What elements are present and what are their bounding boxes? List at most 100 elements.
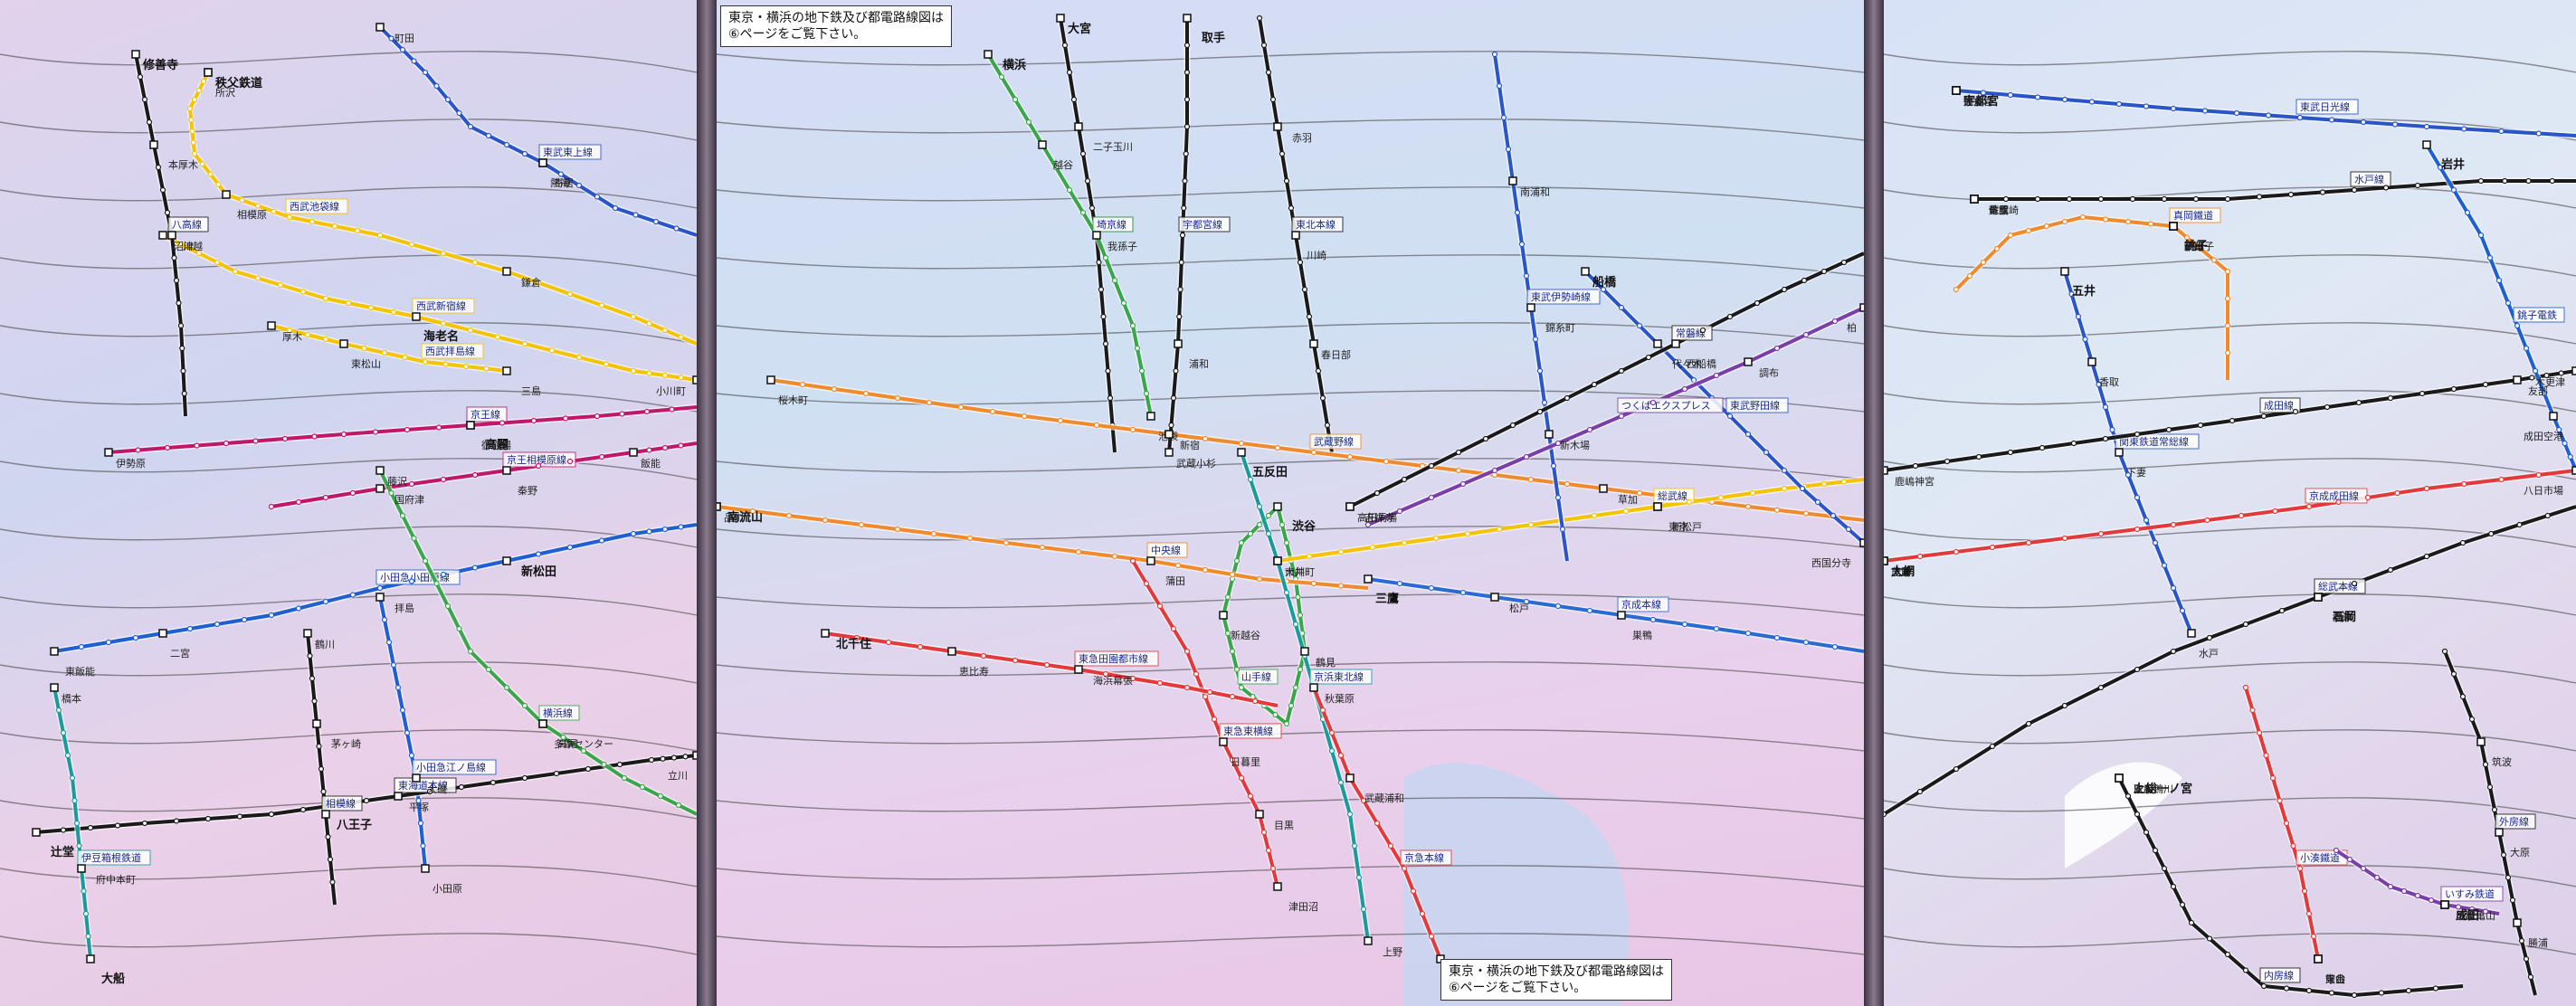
station-marker <box>1840 479 1848 485</box>
station-marker <box>1224 593 1231 601</box>
station-marker <box>2025 227 2032 234</box>
station-name: 西国分寺 <box>1811 557 1851 569</box>
station-marker <box>1591 512 1598 519</box>
station-name: 二宮 <box>170 647 190 660</box>
station-marker <box>2351 992 2358 999</box>
station-marker <box>2143 517 2150 524</box>
station-marker <box>2486 254 2494 261</box>
station-name: 鎌倉 <box>521 276 541 289</box>
rail-line-casing <box>1057 17 1118 453</box>
station-marker <box>598 302 605 308</box>
station-name: 成田 <box>2456 908 2479 923</box>
station-name: 西船橋 <box>1687 357 1716 370</box>
station-marker <box>2414 892 2421 899</box>
station-marker <box>241 616 248 623</box>
station-marker <box>141 820 148 827</box>
station-marker <box>1111 553 1118 560</box>
station-marker <box>598 537 605 544</box>
station-marker <box>598 453 605 460</box>
minor-rail-line <box>1884 526 2576 548</box>
station-name: 友部 <box>2528 384 2548 397</box>
station-marker <box>560 734 566 741</box>
station-marker <box>822 517 829 524</box>
station-marker <box>1523 598 1530 605</box>
station-marker <box>252 438 259 444</box>
station-name: 東松山 <box>351 357 381 370</box>
station-marker <box>1802 510 1810 517</box>
station-name: 巣鴨 <box>1632 629 1652 641</box>
line-label: 総武線 <box>1658 489 1687 502</box>
station-marker <box>1717 494 1725 501</box>
station-marker <box>2529 375 2535 381</box>
station-marker <box>2124 792 2132 800</box>
station-marker <box>1238 774 1245 782</box>
station-marker <box>1749 489 1756 497</box>
station-marker <box>2292 408 2299 415</box>
station-marker <box>2296 114 2304 121</box>
station-marker <box>557 171 565 177</box>
station-marker <box>580 747 587 754</box>
station-marker <box>1183 684 1191 691</box>
station-marker <box>2558 370 2564 376</box>
station-name: 目黒 <box>1274 820 1294 831</box>
subway-note-top-line2: ⑥ページをご覧下さい。 <box>728 27 867 42</box>
major-station-marker <box>1237 448 1246 457</box>
station-marker <box>521 702 528 709</box>
station-name: 春日部 <box>1321 348 1351 361</box>
station-name: 我孫子 <box>1107 241 1137 252</box>
major-station-marker <box>412 312 421 321</box>
station-marker <box>2391 121 2399 128</box>
station-marker <box>2351 580 2358 587</box>
station-name: 下館 <box>1989 204 2009 216</box>
station-marker <box>2486 783 2494 791</box>
station-marker <box>239 197 245 204</box>
line-label: 西武拝島線 <box>425 345 475 357</box>
station-name: 香取 <box>2099 376 2119 388</box>
major-station-marker <box>50 683 59 692</box>
station-marker <box>1256 503 1263 510</box>
station-marker <box>132 634 139 641</box>
station-marker <box>1021 413 1028 420</box>
station-marker <box>2238 512 2245 519</box>
major-station-marker <box>1952 86 1961 95</box>
station-marker <box>1043 661 1050 669</box>
station-marker <box>78 643 85 650</box>
station-marker <box>2495 277 2503 284</box>
rail-line-casing <box>377 24 697 239</box>
station-marker <box>1129 675 1136 682</box>
minor-rail-line <box>1884 729 2576 752</box>
station-marker <box>2459 693 2467 700</box>
station-marker <box>87 824 94 831</box>
station-name: 寄居 <box>554 176 574 189</box>
station-name: 佐原 <box>1989 204 2009 216</box>
line-label-box <box>2259 967 2301 983</box>
line-label-box <box>2169 207 2221 223</box>
line-label-box <box>2513 307 2565 323</box>
rail-line-casing <box>2061 270 2195 635</box>
station-marker <box>535 462 542 470</box>
station-marker <box>885 639 892 646</box>
station-marker <box>1831 318 1839 325</box>
station-marker <box>2514 322 2521 329</box>
station-marker <box>1726 313 1734 320</box>
major-station-marker <box>1273 882 1282 891</box>
station-marker <box>2061 218 2068 225</box>
station-marker <box>1989 743 1996 750</box>
line-label-box <box>1725 397 1789 413</box>
major-station-marker <box>1364 936 1373 945</box>
station-marker <box>1278 521 1286 528</box>
line-label: 中央線 <box>1151 544 1181 556</box>
station-marker <box>254 275 261 281</box>
station-marker <box>1360 797 1367 804</box>
station-name: 浦和 <box>1189 358 1209 370</box>
station-marker <box>1093 422 1100 429</box>
station-marker <box>1681 621 1688 628</box>
station-marker <box>60 729 67 736</box>
station-marker <box>2464 209 2471 216</box>
station-name: 我孫子 <box>2184 241 2214 252</box>
minor-rail-line <box>1884 593 2576 616</box>
station-marker <box>1491 51 1498 58</box>
station-marker <box>2544 512 2551 519</box>
station-marker <box>223 440 230 447</box>
station-marker <box>521 340 528 347</box>
